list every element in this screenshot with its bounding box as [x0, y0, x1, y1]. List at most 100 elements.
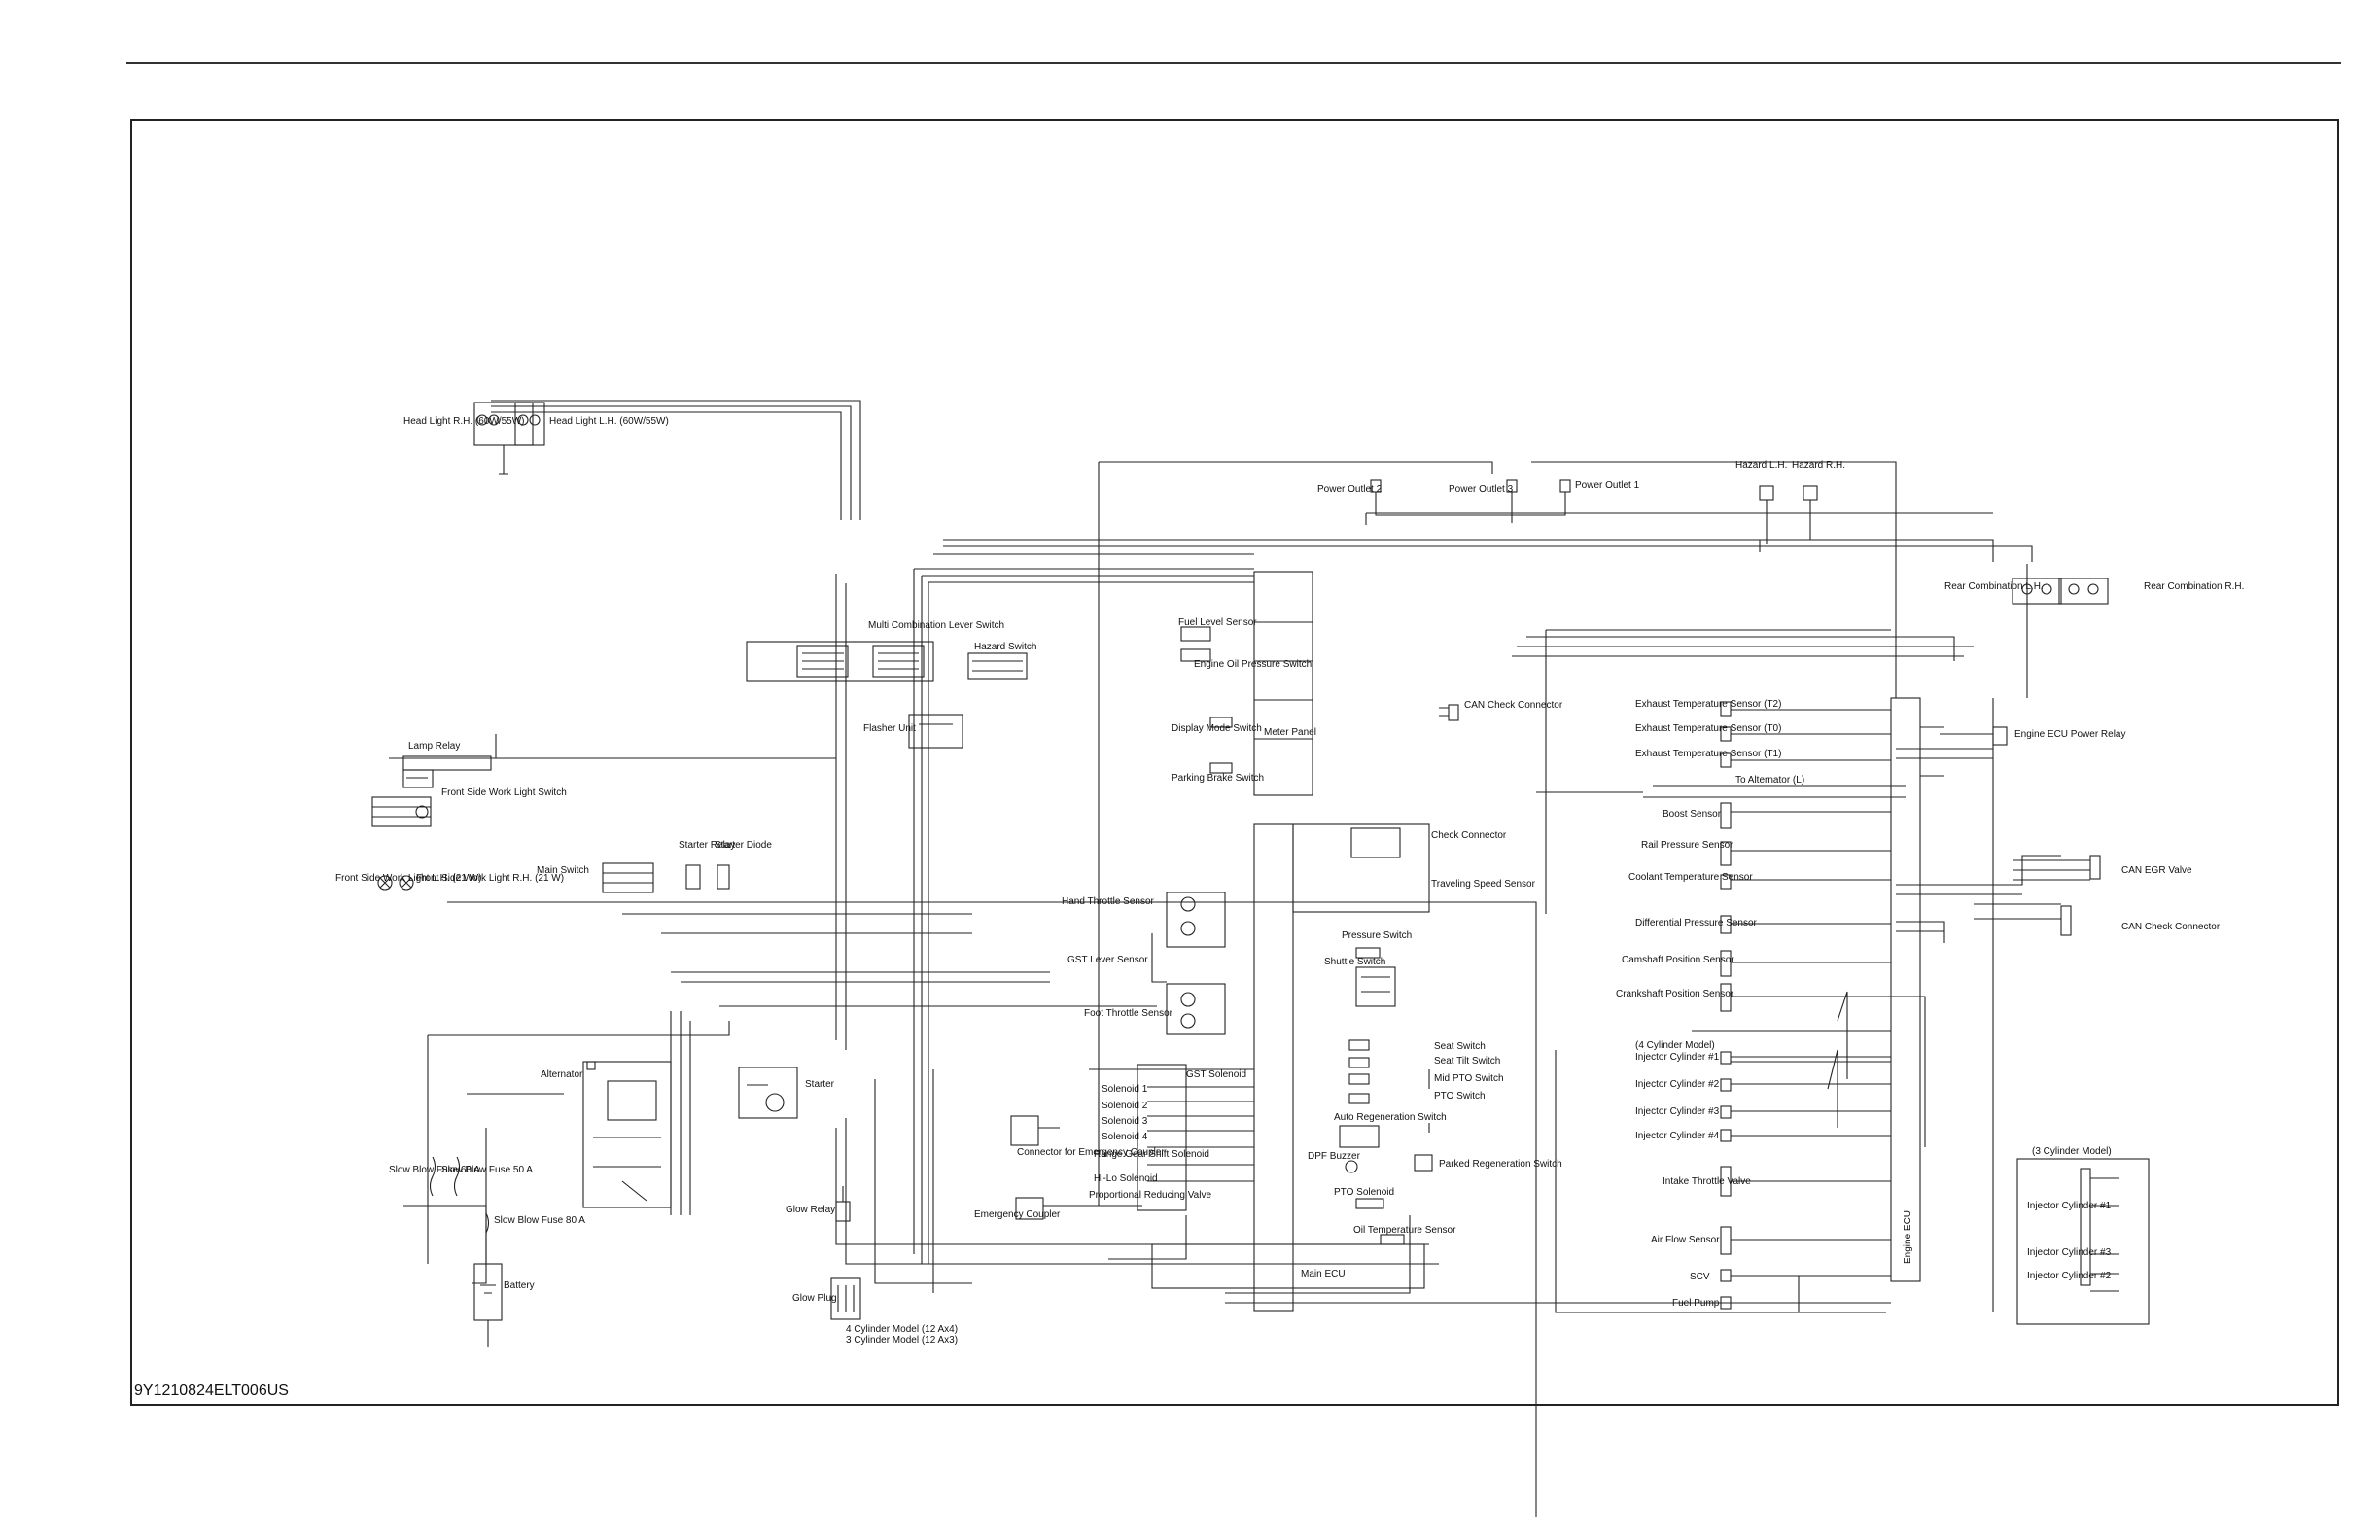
to-alternator-label: To Alternator (L) — [1735, 775, 1804, 786]
meter-panel — [1253, 571, 1313, 796]
shuttle-switch-label: Shuttle Switch — [1324, 957, 1385, 967]
hi-lo-solenoid-label: Hi-Lo Solenoid — [1094, 1173, 1158, 1184]
starter-relay-label: Starter Relay — [679, 840, 735, 851]
can-egr-valve-label: CAN EGR Valve — [2121, 865, 2192, 876]
four-cylinder-model-label: (4 Cylinder Model) — [1635, 1040, 1715, 1051]
coolant-temperature-sensor-label: Coolant Temperature Sensor — [1628, 872, 1753, 883]
engine-ecu-power-relay — [1992, 726, 2008, 746]
glow-plug-note-3: 3 Cylinder Model (12 Ax3) — [846, 1335, 958, 1346]
work-lights — [377, 875, 414, 891]
scv-label: SCV — [1690, 1272, 1710, 1282]
power-outlet-1-label: Power Outlet 1 — [1575, 480, 1640, 491]
three-cylinder-inset — [2016, 1158, 2150, 1325]
can-check-connector-right-label: CAN Check Connector — [2121, 922, 2221, 932]
seat-switch-label: Seat Switch — [1434, 1041, 1486, 1052]
inset-injector-3-label: Injector Cylinder #3 — [2027, 1247, 2112, 1258]
work-light-switch-label: Front Side Work Light Switch — [441, 788, 567, 798]
intake-throttle-valve-label: Intake Throttle Valve — [1662, 1176, 1751, 1187]
solenoid-1-label: Solenoid 1 — [1102, 1084, 1148, 1095]
work-light-lh-label: Front Side Work Light L.H. (21 W) — [335, 873, 481, 884]
rail-pressure-sensor-label: Rail Pressure Sensor — [1641, 840, 1733, 851]
injector-cylinder-3-label: Injector Cylinder #3 — [1635, 1106, 1720, 1117]
slow-blow-fuse-60-label: Slow Blow Fuse 60 A — [389, 1165, 480, 1175]
engine-ecu-power-relay-label: Engine ECU Power Relay — [2014, 729, 2126, 740]
front-side-work-light-switch — [371, 796, 432, 827]
pto-switch-label: PTO Switch — [1434, 1091, 1486, 1102]
alternator-label: Alternator — [541, 1069, 583, 1080]
gst-solenoid-block — [1089, 1064, 1254, 1211]
glow-plug-note-4: 4 Cylinder Model (12 Ax4) — [846, 1324, 958, 1335]
starter-label: Starter — [805, 1079, 835, 1090]
mid-pto-switch-label: Mid PTO Switch — [1434, 1073, 1504, 1084]
starter — [738, 1067, 798, 1119]
inset-injector-2-label: Injector Cylinder #2 — [2027, 1271, 2112, 1281]
fuses-battery — [429, 1156, 503, 1347]
slow-blow-fuse-80-label: Slow Blow Fuse 80 A — [494, 1215, 585, 1226]
differential-pressure-sensor-label: Differential Pressure Sensor — [1635, 918, 1758, 928]
head-light-rh-label: Head Light R.H. (60W/55W) — [403, 416, 525, 427]
glow-plug — [830, 1278, 861, 1320]
rear-combination-lh-label: Rear Combination L.H. — [1944, 581, 2044, 592]
rear-combination-rh-label: Rear Combination R.H. — [2144, 581, 2244, 592]
document-code: 9Y1210824ELT006US — [134, 1382, 289, 1399]
parked-regeneration-switch-label: Parked Regeneration Switch — [1439, 1159, 1562, 1170]
hazard-rh-label: Hazard R.H. — [1792, 460, 1845, 471]
glow-relay — [835, 1186, 851, 1222]
engine-sensor-connectors — [1720, 701, 1891, 1310]
pressure-shuttle-switch — [1355, 947, 1396, 1007]
multi-combination-lever-switch-label: Multi Combination Lever Switch — [868, 620, 1004, 631]
emergency-coupler — [1010, 1115, 1142, 1220]
meter-panel-label: Meter Panel — [1264, 727, 1316, 738]
solenoid-4-label: Solenoid 4 — [1102, 1132, 1148, 1142]
dpf-buzzer-label: DPF Buzzer — [1308, 1151, 1361, 1162]
check-connector-label: Check Connector — [1431, 830, 1507, 841]
glow-plug-label: Glow Plug — [792, 1293, 837, 1304]
fuel-pump-label: Fuel Pump — [1672, 1298, 1720, 1309]
battery-label: Battery — [504, 1280, 535, 1291]
can-check-connector — [1439, 704, 1459, 721]
hand-throttle-sensor-label: Hand Throttle Sensor — [1062, 896, 1155, 907]
oil-temperature-sensor-label: Oil Temperature Sensor — [1353, 1225, 1456, 1236]
range-gear-shift-solenoid-label: Range Gear Shift Solenoid — [1094, 1149, 1209, 1160]
camshaft-position-sensor-label: Camshaft Position Sensor — [1622, 955, 1734, 965]
work-light-rh-label: Front Side Work Light R.H. (21 W) — [416, 873, 564, 884]
starter-diode — [717, 864, 730, 890]
slow-blow-fuse-50-label: Slow Blow Fuse 50 A — [441, 1165, 533, 1175]
flasher-unit-label: Flasher Unit — [863, 723, 916, 734]
boost-sensor-label: Boost Sensor — [1662, 809, 1722, 820]
seat-tilt-switch-label: Seat Tilt Switch — [1434, 1056, 1500, 1067]
power-outlet-3-label: Power Outlet 3 — [1449, 484, 1514, 495]
injector-cylinder-1-label: Injector Cylinder #1 — [1635, 1052, 1720, 1063]
wire-harness — [389, 400, 2061, 1517]
throttle-sensors — [1151, 892, 1226, 1035]
auto-regeneration-switch-label: Auto Regeneration Switch — [1334, 1112, 1447, 1123]
alternator — [582, 1061, 672, 1208]
power-outlets — [1370, 479, 1571, 523]
exhaust-temp-t0-label: Exhaust Temperature Sensor (T0) — [1635, 723, 1781, 734]
gst-lever-sensor-label: GST Lever Sensor — [1068, 955, 1148, 965]
connector-emergency-coupler-label: Connector for Emergency Coupler — [1017, 1147, 1165, 1158]
power-outlet-2-label: Power Outlet 2 — [1317, 484, 1382, 495]
flasher-unit — [908, 714, 963, 749]
hazard-lh-label: Hazard L.H. — [1735, 460, 1787, 471]
multi-combination-lever-switch — [746, 641, 934, 682]
main-switch-label: Main Switch — [537, 865, 589, 876]
injector-cylinder-4-label: Injector Cylinder #4 — [1635, 1131, 1720, 1141]
head-lights — [473, 402, 545, 475]
head-light-lh-label: Head Light L.H. (60W/55W) — [549, 416, 669, 427]
hazard-switch-label: Hazard Switch — [974, 642, 1036, 652]
rear-combination-lamps — [2012, 578, 2109, 605]
gst-solenoid-label: GST Solenoid — [1186, 1069, 1246, 1080]
engine-ecu-label: Engine ECU — [1903, 1210, 1913, 1264]
traveling-speed-sensor-label: Traveling Speed Sensor — [1431, 879, 1536, 890]
engine-oil-pressure-switch-label: Engine Oil Pressure Switch — [1194, 659, 1312, 670]
emergency-coupler-label: Emergency Coupler — [974, 1209, 1061, 1220]
exhaust-temp-t2-label: Exhaust Temperature Sensor (T2) — [1635, 699, 1781, 710]
engine-ecu — [1890, 697, 1944, 1282]
inset-injector-1-label: Injector Cylinder #1 — [2027, 1201, 2112, 1211]
display-mode-switch-label: Display Mode Switch — [1172, 723, 1262, 734]
glow-relay-label: Glow Relay — [786, 1205, 835, 1215]
fuel-level-sensor-label: Fuel Level Sensor — [1178, 617, 1257, 628]
parking-brake-switch-label: Parking Brake Switch — [1172, 773, 1264, 784]
